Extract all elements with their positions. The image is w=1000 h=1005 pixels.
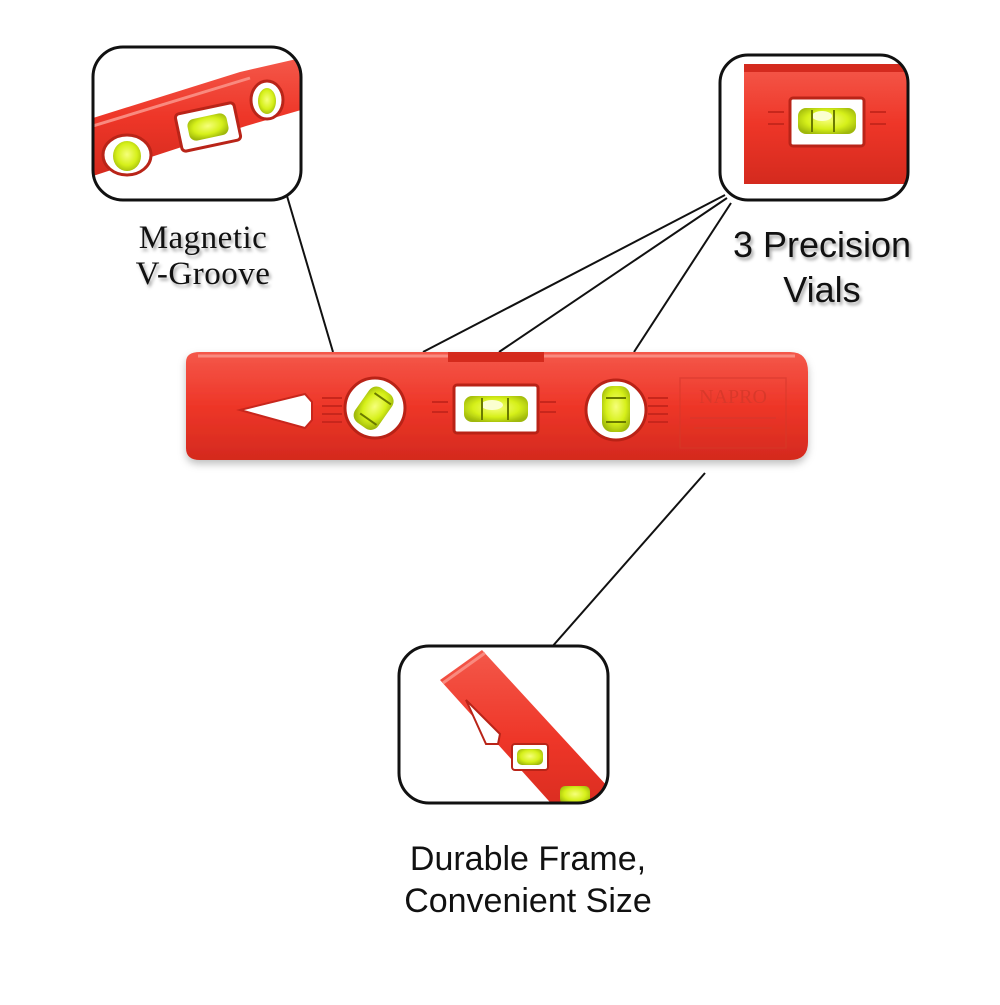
callout-precision-vials: 3 Precision Vials — [712, 222, 932, 312]
callout-vials-line1: 3 Precision — [732, 224, 912, 265]
left-angled-vial — [343, 376, 407, 440]
leader-line-vial-left — [422, 194, 726, 353]
callout-frame-line2: Convenient Size — [404, 882, 652, 920]
right-vertical-vial — [584, 378, 648, 442]
callout-magnetic-v-groove: Magnetic V-Groove — [118, 220, 288, 292]
leader-line-vial-right — [633, 202, 732, 353]
inset-magnetic-closeup — [91, 45, 303, 202]
inset-vial-closeup — [718, 53, 910, 202]
arrow-cutout — [236, 392, 313, 430]
torpedo-level: NAPRO — [186, 352, 808, 460]
inset-frame-closeup — [397, 644, 610, 805]
callout-magnetic-line2: V-Groove — [135, 256, 271, 292]
brand-emboss: NAPRO — [699, 386, 767, 408]
callout-frame-line1: Durable Frame, — [409, 840, 647, 878]
callout-vials-line2: Vials — [783, 269, 861, 310]
leader-lines — [286, 194, 732, 649]
leader-line-frame — [550, 472, 706, 649]
leader-line-magnetic — [286, 195, 334, 353]
leader-line-vial-center — [498, 197, 728, 353]
callout-durable-frame: Durable Frame, Convenient Size — [368, 838, 688, 922]
callout-magnetic-line1: Magnetic — [138, 220, 268, 256]
center-horizontal-vial — [452, 383, 540, 435]
